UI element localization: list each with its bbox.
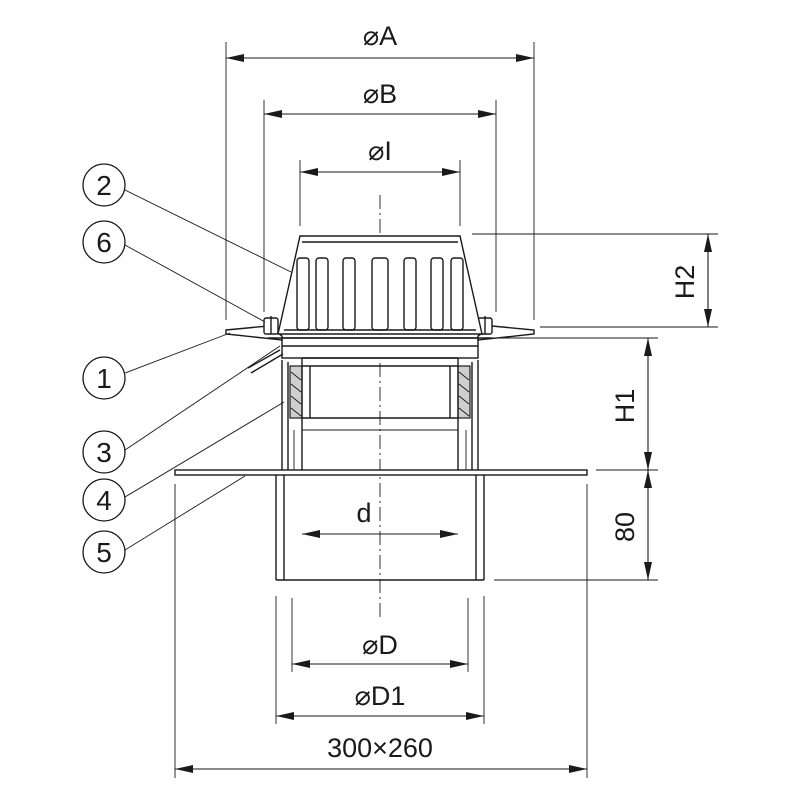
- callout-2: 2: [82, 163, 126, 207]
- svg-text:3: 3: [96, 437, 112, 468]
- label-h2: H2: [670, 265, 700, 300]
- dimension-phi-b: ⌀B: [264, 79, 496, 118]
- clamp-ring: [225, 325, 535, 374]
- dimension-flange: 300×260: [175, 733, 587, 773]
- label-phi-a: ⌀A: [363, 21, 397, 51]
- callout-1: 1: [82, 356, 126, 400]
- callout-4: 4: [82, 478, 126, 522]
- dimension-phi-d: ⌀D: [292, 630, 468, 668]
- label-phi-b: ⌀B: [363, 79, 397, 109]
- dimension-phi-i: ⌀I: [300, 136, 460, 176]
- left-seal-ring: [289, 365, 303, 419]
- label-d: d: [356, 498, 371, 528]
- label-80: 80: [610, 512, 640, 542]
- dimension-h2: H2: [670, 234, 712, 327]
- drain-body: [281, 360, 479, 470]
- bottom-flange-plate: [174, 469, 588, 476]
- dimension-80: 80: [610, 470, 652, 580]
- right-seal-ring: [457, 365, 471, 419]
- label-phi-d: ⌀D: [362, 630, 398, 660]
- grating-dome: [277, 235, 483, 335]
- callout-3: 3: [82, 430, 126, 474]
- callout-6: 6: [82, 220, 126, 264]
- label-h1: H1: [610, 389, 640, 424]
- dimension-h1: H1: [610, 338, 652, 470]
- svg-text:2: 2: [96, 170, 112, 201]
- svg-text:4: 4: [96, 485, 112, 516]
- dimension-phi-a: ⌀A: [226, 21, 534, 62]
- svg-text:6: 6: [96, 227, 112, 258]
- callout-5: 5: [82, 530, 126, 574]
- svg-text:1: 1: [96, 363, 112, 394]
- svg-text:5: 5: [96, 537, 112, 568]
- extension-lines: [174, 42, 718, 778]
- dimension-d: d: [302, 498, 458, 538]
- label-phi-i: ⌀I: [368, 136, 392, 166]
- dimension-phi-d1: ⌀D1: [276, 681, 484, 720]
- label-phi-d1: ⌀D1: [355, 681, 406, 711]
- leader-lines: [124, 189, 292, 551]
- label-flange-size: 300×260: [327, 733, 433, 763]
- outer-pipe: [275, 475, 485, 581]
